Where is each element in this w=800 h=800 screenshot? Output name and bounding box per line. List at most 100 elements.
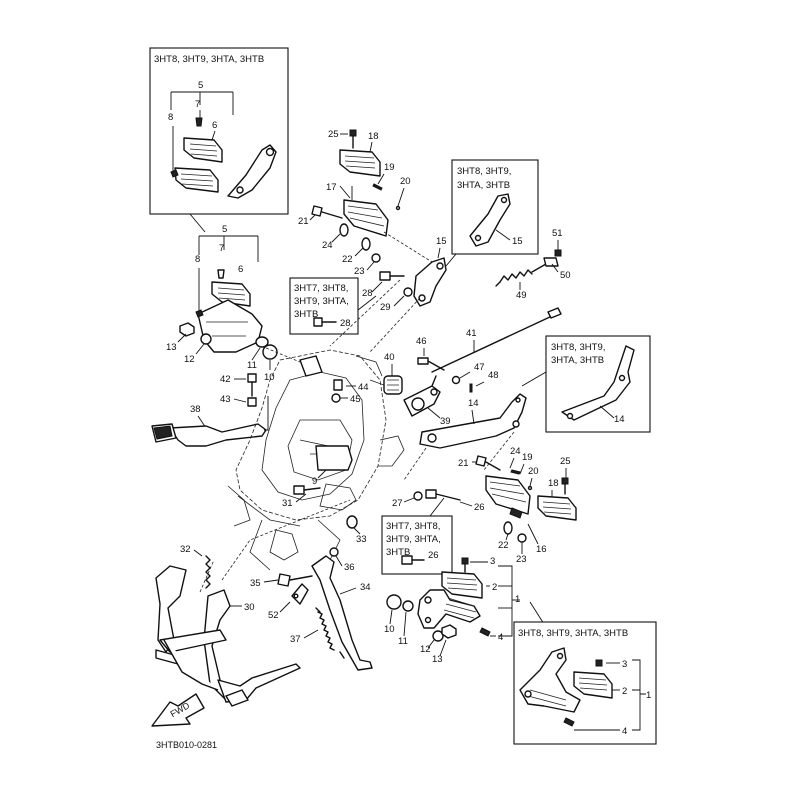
footpeg-rear-variant (174, 137, 223, 193)
callout-34: 34 (360, 582, 371, 593)
callout-26b: 26 (428, 550, 439, 561)
callout-20a: 20 (400, 176, 411, 187)
brake-pivot-assembly: 40 44 45 39 (331, 352, 451, 427)
callout-44: 44 (358, 382, 369, 393)
callout-38: 38 (190, 404, 201, 415)
variant-box-upper-right: 3HT8, 3HT9, 3HTA, 3HTB 15 (445, 159, 539, 267)
connector-lines (265, 279, 421, 363)
diagram-code: 3HTB010-0281 (156, 740, 217, 750)
callout-11a: 11 (247, 360, 257, 371)
callout-15a: 15 (436, 236, 447, 247)
callout-18a: 18 (368, 131, 379, 142)
callout-25a: 25 (328, 129, 339, 140)
callout-5: 5 (198, 80, 203, 91)
engine-frame-outline (227, 349, 405, 571)
variant-box-mid-right: 3HT8, 3HT9, 3HTA, 3HTB 14 (521, 335, 651, 433)
callout-17a: 17 (326, 182, 337, 193)
callout-24b: 24 (510, 446, 521, 457)
callout-21a: 21 (298, 216, 309, 227)
callout-40: 40 (384, 352, 395, 363)
callout-8: 8 (168, 112, 173, 123)
callout-14b: 14 (614, 414, 625, 425)
callout-33: 33 (356, 534, 367, 545)
variant-box-mid-left: 3HT7, 3HT8, 3HT9, 3HTA, 3HTB 28 (289, 277, 377, 335)
callout-31: 31 (282, 498, 293, 509)
callout-11b: 11 (398, 636, 408, 647)
callout-10b: 10 (384, 624, 395, 635)
variant-box-mid-left-line3: 3HTB (294, 309, 318, 320)
callout-6b: 6 (238, 264, 243, 275)
callout-13b: 13 (432, 654, 443, 665)
callout-25b: 25 (560, 456, 571, 467)
callout-21b: 21 (458, 458, 469, 469)
variant-box-mid-left-line1: 3HT7, 3HT8, (294, 283, 348, 294)
callout-2a: 2 (492, 582, 497, 593)
footrest-assembly-main: 3 2 1 4 10 11 12 13 (384, 556, 545, 665)
callout-13a: 13 (166, 342, 177, 353)
rear-footrest-assembly-lower: 24 19 20 25 18 21 16 22 23 27 (392, 446, 577, 565)
callout-15b: 15 (512, 236, 523, 247)
callout-41: 41 (466, 328, 477, 339)
callout-46: 46 (416, 336, 427, 347)
callout-36: 36 (344, 562, 355, 573)
callout-29: 29 (380, 302, 391, 313)
callout-12a: 12 (184, 354, 195, 365)
bolts-9-31: 9 31 (282, 469, 327, 509)
variant-box-bottom-right-label: 3HT8, 3HT9, 3HTA, 3HTB (518, 628, 628, 639)
callout-23b: 23 (516, 554, 527, 565)
callout-4b: 4 (622, 726, 627, 737)
callout-37: 37 (290, 634, 301, 645)
rear-footrest-assembly-upper: 25 18 19 20 17 21 24 22 23 28 (298, 129, 447, 313)
callout-9: 9 (312, 476, 317, 487)
fwd-arrow: FWD (151, 693, 205, 727)
callout-28a: 28 (362, 288, 373, 299)
callout-8b: 8 (195, 254, 200, 265)
callout-20b: 20 (528, 466, 539, 477)
callout-19b: 19 (522, 452, 533, 463)
footpeg-bracket-variant (227, 144, 277, 199)
shift-pedal-assembly: 42 43 38 (151, 373, 269, 447)
callout-24a: 24 (322, 240, 333, 251)
callout-39: 39 (440, 416, 451, 427)
callout-49: 49 (516, 290, 527, 301)
variant-box-bottom-mid: 3HT7, 3HT8, 3HT9, 3HTA, 3HTB 26 (381, 497, 453, 575)
callout-1a: 1 (515, 594, 520, 605)
callout-12b: 12 (420, 644, 431, 655)
callout-52: 52 (268, 610, 279, 621)
callout-19a: 19 (384, 162, 395, 173)
variant-box-bottom-right: 3HT8, 3HT9, 3HTA, 3HTB 3 2 1 4 (513, 621, 657, 745)
callout-26a: 26 (474, 502, 485, 513)
variant-box-top-left-label: 3HT8, 3HT9, 3HTA, 3HTB (154, 54, 264, 65)
footpeg-assembly-left: 5 7 8 6 13 12 11 10 (166, 224, 278, 383)
center-stand-assembly: 32 30 33 FWD (151, 499, 367, 727)
variant-box-bottom-mid-line2: 3HT9, 3HTA, (386, 534, 441, 545)
callout-50: 50 (560, 270, 571, 281)
callout-48: 48 (488, 370, 499, 381)
callout-43: 43 (220, 394, 231, 405)
callout-18b: 18 (548, 478, 559, 489)
callout-30: 30 (244, 602, 255, 613)
callout-7b: 7 (219, 243, 224, 254)
side-stand-assembly: 36 34 35 52 37 (250, 547, 373, 671)
spring-49-assembly: 49 51 50 (495, 228, 571, 301)
callout-1b: 1 (646, 690, 651, 701)
brake-rod-assembly: 41 46 47 48 (416, 307, 562, 393)
variant-box-top-left: 3HT8, 3HT9, 3HTA, 3HTB 5 7 8 6 (149, 47, 289, 233)
variant-box-mid-left-line2: 3HT9, 3HTA, (294, 296, 349, 307)
callout-7: 7 (195, 99, 200, 110)
callout-22a: 22 (342, 254, 353, 265)
callout-2b: 2 (622, 686, 627, 697)
callout-3b: 3 (622, 659, 627, 670)
callout-32: 32 (180, 544, 191, 555)
variant-box-bottom-mid-line3: 3HTB (386, 547, 410, 558)
callout-14a: 14 (468, 398, 479, 409)
callout-45: 45 (350, 394, 361, 405)
callout-28b: 28 (340, 318, 351, 329)
callout-5b: 5 (222, 224, 227, 235)
callout-16: 16 (536, 544, 547, 555)
callout-6: 6 (212, 120, 217, 131)
callout-23a: 23 (354, 266, 365, 277)
callout-3a: 3 (490, 556, 495, 567)
callout-4a: 4 (498, 632, 503, 643)
